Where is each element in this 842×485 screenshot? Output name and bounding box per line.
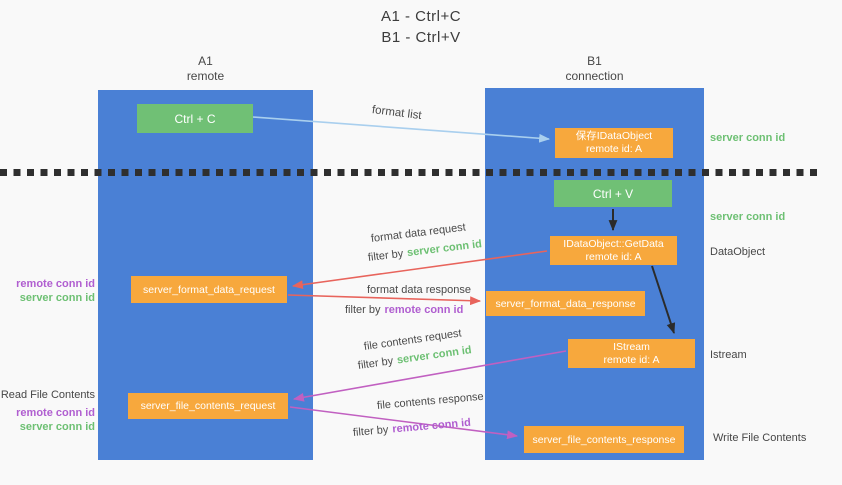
ctrl-v-node: Ctrl + V <box>554 180 672 207</box>
ctrl-c-label: Ctrl + C <box>174 111 216 126</box>
lane-b1-subtitle: connection <box>565 69 624 83</box>
format-data-response-arrow <box>287 294 482 306</box>
server-format-data-response-node: server_format_data_response <box>486 291 645 316</box>
istream-side-label: Istream <box>710 349 747 361</box>
server-file-contents-response-label: server_file_contents_response <box>532 433 676 446</box>
save-idataobject-line1: 保存IDataObject <box>575 130 653 142</box>
left-remote-conn-id-label-1: remote conn id <box>16 278 95 290</box>
istream-line1: IStream <box>613 340 650 353</box>
left-server-conn-id-label-1: server conn id <box>19 292 95 304</box>
right-server-conn-id-label-2: server conn id <box>710 211 786 223</box>
server-format-data-response-label: server_format_data_response <box>495 297 636 310</box>
format-data-response-label: format data response <box>367 284 471 296</box>
ctrl-v-label: Ctrl + V <box>592 186 634 201</box>
lane-header-a1: A1 remote <box>98 54 313 84</box>
diagram-title: A1 - Ctrl+C B1 - Ctrl+V <box>0 6 842 48</box>
ctrl-c-node: Ctrl + C <box>137 104 253 133</box>
getdata-line1: IDataObject::GetData <box>563 237 664 250</box>
write-file-contents-label: Write File Contents <box>713 432 807 444</box>
lane-b1-name: B1 <box>587 54 602 68</box>
dataobject-label: DataObject <box>710 246 766 258</box>
lane-a1-name: A1 <box>198 54 213 68</box>
left-remote-conn-id-label-2: remote conn id <box>16 407 95 419</box>
right-server-conn-id-label-1: server conn id <box>710 132 786 144</box>
idataobject-getdata-node: IDataObject::GetData remote id: A <box>550 236 677 265</box>
getdata-line2: remote id: A <box>585 250 642 263</box>
server-file-contents-response-node: server_file_contents_response <box>524 426 684 453</box>
save-idataobject-line2: remote id: A <box>585 143 643 155</box>
left-server-conn-id-label-2: server conn id <box>19 421 95 433</box>
title-line-2: B1 - Ctrl+V <box>381 29 461 46</box>
file-contents-response-arrow <box>289 406 519 440</box>
format-data-request-arrow <box>291 250 548 290</box>
read-file-contents-label: Read File Contents <box>0 389 95 401</box>
file-contents-request-arrow <box>292 350 567 402</box>
server-format-data-request-node: server_format_data_request <box>131 276 287 303</box>
session-separator-dashed-line <box>0 169 823 176</box>
title-line-1: A1 - Ctrl+C <box>380 8 462 25</box>
server-file-contents-request-node: server_file_contents_request <box>128 393 288 419</box>
getdata-to-istream-arrow <box>651 265 676 335</box>
istream-node: IStream remote id: A <box>568 339 695 368</box>
server-format-data-request-label: server_format_data_request <box>143 283 275 296</box>
lane-a1-subtitle: remote <box>186 69 225 83</box>
server-file-contents-request-label: server_file_contents_request <box>140 400 276 412</box>
format-list-arrow <box>252 116 551 143</box>
save-idataobject-node: 保存IDataObject remote id: A <box>555 128 673 158</box>
istream-line2: remote id: A <box>603 353 660 366</box>
lane-header-b1: B1 connection <box>485 54 704 84</box>
